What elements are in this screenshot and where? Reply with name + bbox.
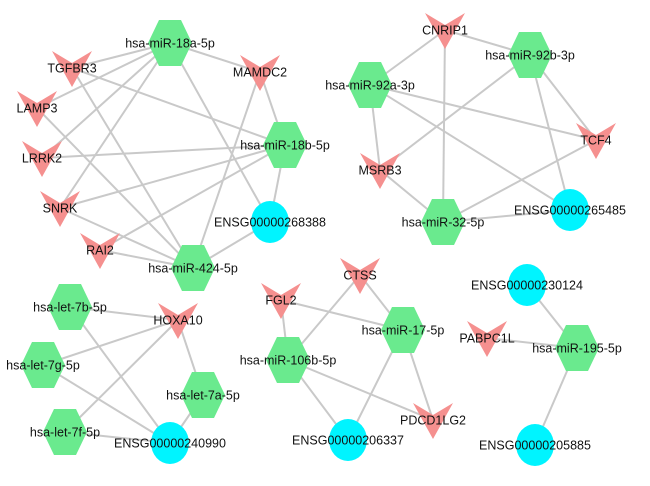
node-label: TGFBR3 — [47, 62, 96, 76]
node-label: hsa-miR-17-5p — [362, 324, 445, 338]
node-label: hsa-miR-106b-5p — [240, 354, 337, 368]
edge-RAI2-miR18b — [99, 144, 286, 251]
mrna-v-node[interactable] — [158, 303, 198, 339]
edge-miR92a-TCF4 — [369, 84, 597, 141]
node-label: FGL2 — [265, 294, 296, 308]
mrna-v-node[interactable] — [40, 191, 80, 227]
edge-SNRK-miR424 — [59, 207, 194, 269]
mirna-hexagon-node[interactable] — [171, 245, 215, 291]
edge-SNRK-miR18b — [59, 144, 286, 209]
mrna-v-node[interactable] — [425, 13, 465, 49]
node-label: hsa-miR-18a-5p — [125, 37, 215, 51]
node-label: CNRIP1 — [422, 24, 468, 38]
node-label: hsa-miR-195-5p — [532, 342, 622, 356]
mirna-hexagon-node[interactable] — [421, 199, 465, 245]
lncrna-circle-node[interactable] — [251, 201, 289, 243]
edge-let7b-E240990 — [69, 306, 171, 444]
node-label: TCF4 — [580, 134, 611, 148]
node-label: RAI2 — [86, 244, 114, 258]
edge-TGFBR3-miR424 — [71, 67, 194, 269]
mirna-hexagon-node[interactable] — [181, 372, 225, 418]
mirna-hexagon-node[interactable] — [148, 20, 192, 66]
mrna-v-node[interactable] — [413, 403, 453, 439]
mirna-hexagon-node[interactable] — [21, 342, 65, 388]
node-label: hsa-let-7f-5p — [30, 426, 100, 440]
edges-layer — [36, 29, 597, 446]
node-label: LAMP3 — [17, 102, 58, 116]
node-label: hsa-miR-92b-3p — [485, 49, 575, 63]
edge-TCF4-miR32 — [442, 139, 597, 223]
mrna-v-node[interactable] — [340, 258, 380, 294]
node-label: ENSG00000268388 — [214, 216, 326, 230]
edge-HOXA10-let7f — [64, 319, 179, 433]
edge-miR18a-LAMP3 — [36, 42, 171, 109]
mrna-v-node[interactable] — [576, 123, 616, 159]
mrna-v-node[interactable] — [467, 321, 507, 357]
node-label: MSRB3 — [358, 164, 401, 178]
edge-miR106b-PDCD1LG2 — [287, 359, 434, 421]
node-label: PDCD1LG2 — [400, 414, 466, 428]
node-label: hsa-let-7a-5p — [166, 389, 240, 403]
lncrna-circle-node[interactable] — [508, 264, 546, 306]
edge-TGFBR3-miR18b — [71, 67, 286, 146]
mirna-hexagon-node[interactable] — [263, 122, 307, 168]
mrna-v-node[interactable] — [261, 283, 301, 319]
node-label: LRRK2 — [22, 152, 62, 166]
mrna-v-node[interactable] — [17, 91, 57, 127]
edge-let7g-E240990 — [42, 364, 171, 444]
edge-LRRK2-miR18b — [41, 144, 286, 159]
lncrna-circle-node[interactable] — [551, 189, 589, 231]
node-label: SNRK — [43, 202, 78, 216]
edge-miR32-E265485 — [442, 209, 571, 223]
mirna-hexagon-node[interactable] — [266, 337, 310, 383]
mirna-hexagon-node[interactable] — [48, 284, 92, 330]
lncrna-circle-node[interactable] — [329, 419, 367, 461]
node-label: MAMDC2 — [233, 66, 287, 80]
edge-CNRIP1-miR32 — [442, 29, 446, 223]
node-label: hsa-miR-32-5p — [402, 216, 485, 230]
edge-miR92b-E265485 — [529, 54, 571, 211]
mirna-hexagon-node[interactable] — [508, 32, 552, 78]
mirna-hexagon-node[interactable] — [348, 62, 392, 108]
node-label: hsa-miR-18b-5p — [240, 139, 330, 153]
edge-let7g-HOXA10 — [42, 319, 179, 366]
node-label: ENSG00000230124 — [471, 279, 583, 293]
node-label: ENSG00000265485 — [514, 204, 626, 218]
mrna-v-node[interactable] — [240, 55, 280, 91]
node-label: hsa-let-7b-5p — [33, 301, 107, 315]
edge-miR18a-SNRK — [59, 42, 171, 209]
edge-MAMDC2-miR424 — [192, 71, 261, 269]
node-label: PABPC1L — [459, 332, 514, 346]
edge-FGL2-miR17 — [280, 299, 404, 331]
nodes-layer — [17, 13, 616, 466]
edge-miR18a-E268388 — [169, 42, 271, 223]
mrna-v-node[interactable] — [52, 51, 92, 87]
edge-LAMP3-miR424 — [36, 107, 194, 269]
edge-miR18a-LRRK2 — [41, 42, 171, 159]
mrna-v-node[interactable] — [80, 233, 120, 269]
mirna-hexagon-node[interactable] — [381, 307, 425, 353]
lncrna-circle-node[interactable] — [516, 424, 554, 466]
edge-miR92b-MSRB3 — [379, 54, 531, 171]
node-label: ENSG00000205885 — [479, 439, 591, 453]
mrna-v-node[interactable] — [22, 141, 62, 177]
node-label: ENSG00000206337 — [292, 434, 404, 448]
mirna-hexagon-node[interactable] — [555, 325, 599, 371]
node-label: hsa-let-7g-5p — [6, 359, 80, 373]
node-label: hsa-miR-424-5p — [148, 262, 238, 276]
node-label: ENSG00000240990 — [114, 437, 226, 451]
node-label: HOXA10 — [153, 314, 202, 328]
mirna-hexagon-node[interactable] — [43, 409, 87, 455]
edge-miR92a-E265485 — [369, 84, 571, 211]
node-label: CTSS — [343, 269, 376, 283]
node-label: hsa-miR-92a-3p — [325, 79, 415, 93]
lncrna-circle-node[interactable] — [151, 422, 189, 464]
mrna-v-node[interactable] — [360, 153, 400, 189]
